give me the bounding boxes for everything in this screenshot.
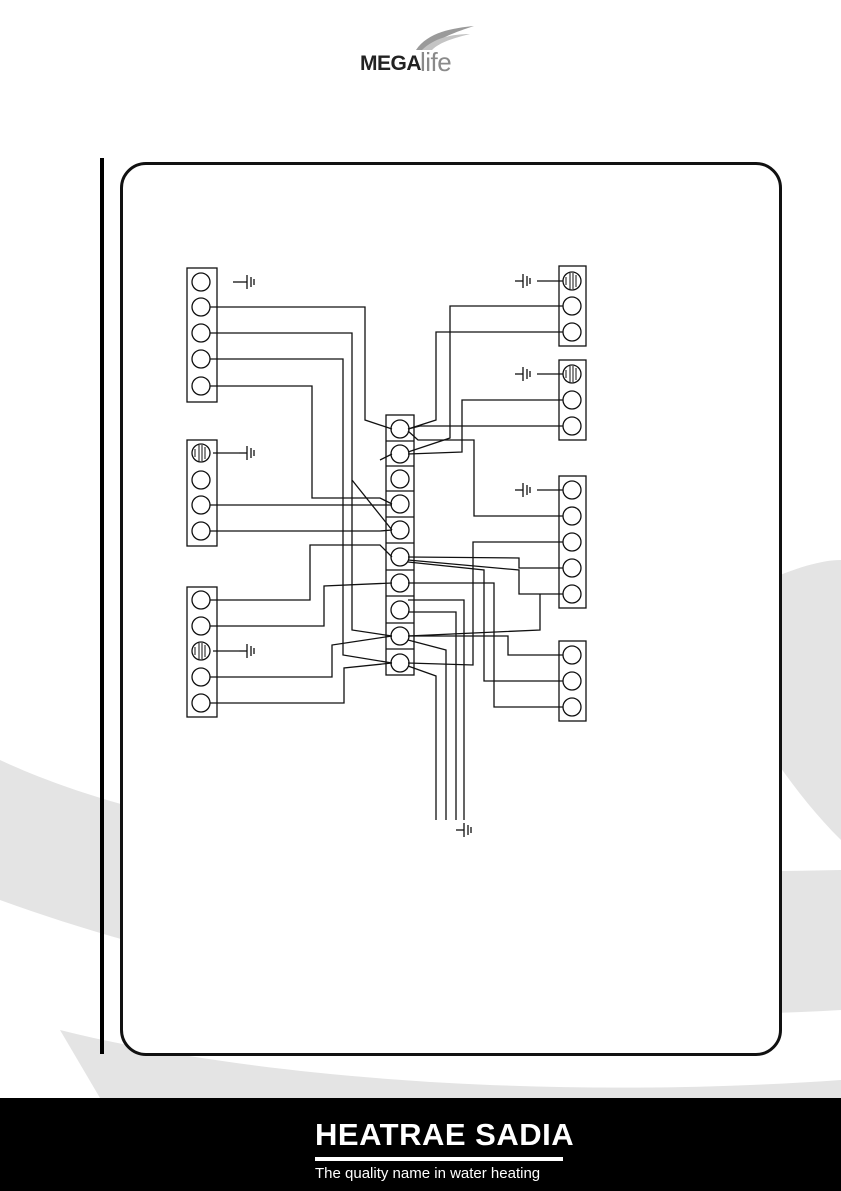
terminal — [192, 273, 210, 291]
terminal — [192, 350, 210, 368]
earth-icon — [239, 446, 254, 460]
supply-lead — [408, 612, 456, 820]
terminal — [391, 548, 409, 566]
terminal — [563, 417, 581, 435]
terminal — [391, 601, 409, 619]
terminal — [563, 559, 581, 577]
terminal — [192, 668, 210, 686]
terminal — [391, 627, 409, 645]
wire — [210, 663, 392, 703]
terminal — [563, 646, 581, 664]
terminal — [563, 297, 581, 315]
wire — [408, 400, 563, 454]
terminal — [192, 522, 210, 540]
earth-icon — [195, 445, 205, 461]
terminal — [563, 481, 581, 499]
terminal — [192, 324, 210, 342]
earth-icon — [566, 366, 576, 382]
terminal — [563, 672, 581, 690]
terminal — [192, 298, 210, 316]
wire — [210, 545, 392, 600]
terminal — [563, 585, 581, 603]
terminal — [391, 445, 409, 463]
earth-icon — [456, 823, 471, 837]
terminal — [563, 698, 581, 716]
terminal — [192, 617, 210, 635]
terminal — [563, 391, 581, 409]
terminal — [391, 521, 409, 539]
wire — [408, 306, 563, 452]
terminal — [391, 495, 409, 513]
earth-icon — [239, 644, 254, 658]
terminal — [391, 420, 409, 438]
brand-name: HEATRAE SADIA — [315, 1117, 574, 1153]
earth-icon — [195, 643, 205, 659]
terminal — [192, 377, 210, 395]
wire — [408, 426, 563, 429]
brand-underline — [315, 1157, 563, 1161]
terminal — [192, 471, 210, 489]
terminal — [192, 694, 210, 712]
wire — [408, 332, 563, 429]
terminal — [192, 591, 210, 609]
terminal — [563, 323, 581, 341]
earth-icon — [566, 273, 576, 289]
earth-icon — [239, 275, 254, 289]
terminal — [563, 507, 581, 525]
terminal-block-1 — [187, 268, 217, 402]
earth-icon — [515, 483, 530, 497]
earth-icon — [515, 274, 530, 288]
wire — [210, 530, 392, 531]
wire — [210, 636, 392, 677]
terminal — [391, 574, 409, 592]
terminal — [391, 470, 409, 488]
terminal — [192, 496, 210, 514]
terminal — [391, 654, 409, 672]
wire — [210, 307, 392, 429]
brand-tagline: The quality name in water heating — [315, 1165, 540, 1182]
earth-icon — [515, 367, 530, 381]
wire — [210, 583, 392, 626]
terminal — [563, 533, 581, 551]
supply-lead — [408, 666, 436, 820]
